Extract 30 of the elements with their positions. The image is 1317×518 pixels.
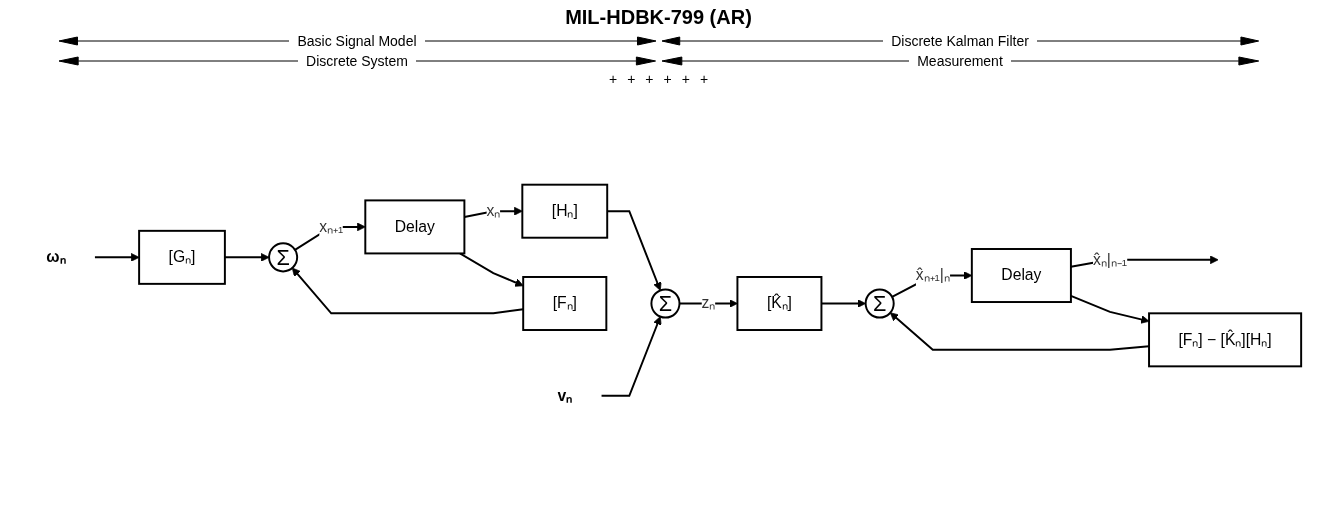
diagram-title: MIL-HDBK-799 (AR) [565, 6, 752, 29]
sign-label: + [663, 71, 672, 87]
node-circle: Σ [267, 242, 298, 273]
node-box: Delay [970, 248, 1072, 303]
edge-label: x̂ₙ₊₁|ₙ [915, 266, 950, 284]
node-box: [Fₙ] [521, 276, 607, 331]
node-box: [Fₙ] − [K̂ₙ][Hₙ] [1147, 312, 1302, 368]
node-box: [Hₙ] [520, 183, 608, 239]
sign-label: + [645, 71, 654, 87]
arrow [93, 253, 139, 262]
node-box: [K̂ₙ] [735, 276, 822, 331]
node-text: vₙ [556, 386, 572, 404]
node-circle: Σ [649, 288, 680, 319]
edge-label: xₙ [485, 202, 500, 220]
node-circle: Σ [864, 288, 895, 319]
edge-label: zₙ [701, 294, 715, 312]
arrow [600, 316, 661, 397]
sign-label: + [627, 71, 636, 87]
section-label: Discrete Kalman Filter [890, 33, 1030, 49]
section-label: Basic Signal Model [296, 33, 418, 49]
sign-label: + [699, 71, 709, 87]
section-label: Discrete System [305, 53, 409, 69]
edge-label: x̂ₙ|ₙ₋₁ [1092, 250, 1127, 268]
edge-label: xₙ₊₁ [318, 218, 343, 235]
section-label: Measurement [916, 53, 1004, 69]
node-box: Delay [363, 199, 465, 255]
node-text: ωₙ [45, 248, 65, 266]
node-box: [Gₙ] [137, 229, 226, 285]
sign-label: + [608, 71, 618, 87]
sign-label: + [681, 71, 690, 87]
